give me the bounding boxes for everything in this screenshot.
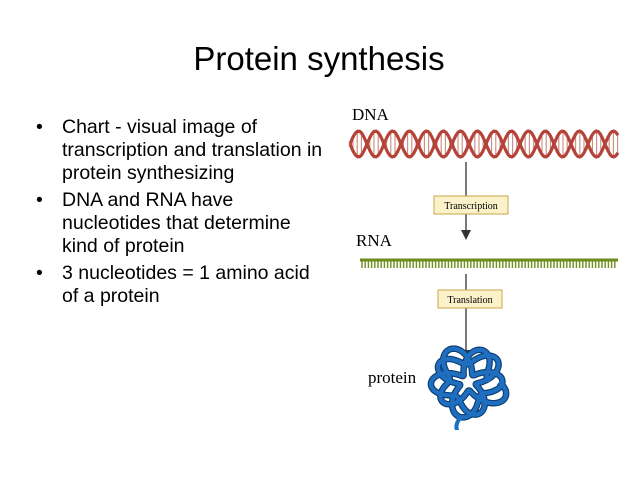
transcription-box: Transcription [433,195,509,215]
translation-label: Translation [447,295,492,306]
slide-title: Protein synthesis [193,40,445,77]
transcription-label: Transcription [444,201,498,212]
bullet-marker: • [36,116,43,138]
dna-helix [348,129,620,159]
dna-label: DNA [352,105,390,124]
bullet-marker: • [36,189,43,211]
bullet-item: • Chart - visual image of transcription … [34,116,324,185]
rna-label: RNA [356,231,393,250]
rna-strand [360,258,618,268]
protein-label: protein [368,368,417,387]
bullet-text: 3 nucleotides = 1 amino acid of a protei… [62,262,310,307]
translation-box-bg [437,289,503,309]
bullet-item: • DNA and RNA have nucleotides that dete… [34,189,324,258]
protein-tail [454,416,462,430]
protein-fold-icon [427,345,510,430]
dna-strand-b [348,129,620,159]
dna-strand-a [348,129,620,159]
bullet-list: • Chart - visual image of transcription … [34,116,324,312]
arrow-head-icon [461,230,471,240]
bullet-marker: • [36,262,43,284]
translation-box: Translation [437,289,503,309]
protein-synthesis-diagram: DNA Transcription RNA Translation protei… [348,105,620,430]
bullet-text: Chart - visual image of transcription an… [62,116,323,184]
bullet-text: DNA and RNA have nucleotides that determ… [62,189,291,257]
transcription-box-bg [433,195,509,215]
protein-chain [428,346,509,420]
bullet-item: • 3 nucleotides = 1 amino acid of a prot… [34,262,324,308]
